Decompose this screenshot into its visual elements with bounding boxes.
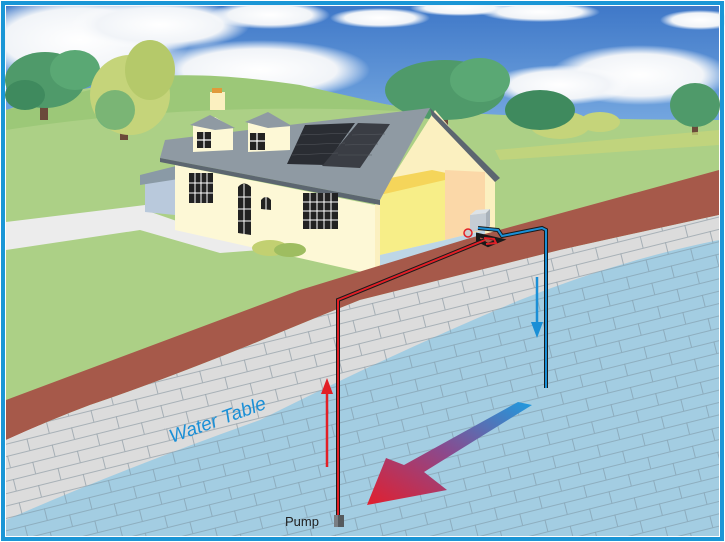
house-interior-lower	[380, 180, 445, 255]
pump-icon	[334, 515, 344, 527]
groundwater-flow-arrow	[367, 402, 532, 505]
pump-label: Pump	[285, 514, 319, 529]
chimney	[210, 92, 225, 110]
driveway	[6, 205, 260, 253]
return-flow-arrow	[531, 277, 543, 338]
supply-pipe	[336, 228, 507, 518]
dormer-left	[190, 115, 235, 152]
dormer-right	[245, 112, 292, 152]
solar-panels	[287, 123, 390, 168]
front-windows	[189, 173, 338, 235]
soil-layer	[6, 170, 719, 440]
supply-flow-arrow	[321, 378, 333, 467]
return-pipe	[477, 225, 548, 388]
clouds	[0, 0, 725, 105]
trees-left	[5, 40, 175, 140]
trees-right	[385, 58, 720, 160]
